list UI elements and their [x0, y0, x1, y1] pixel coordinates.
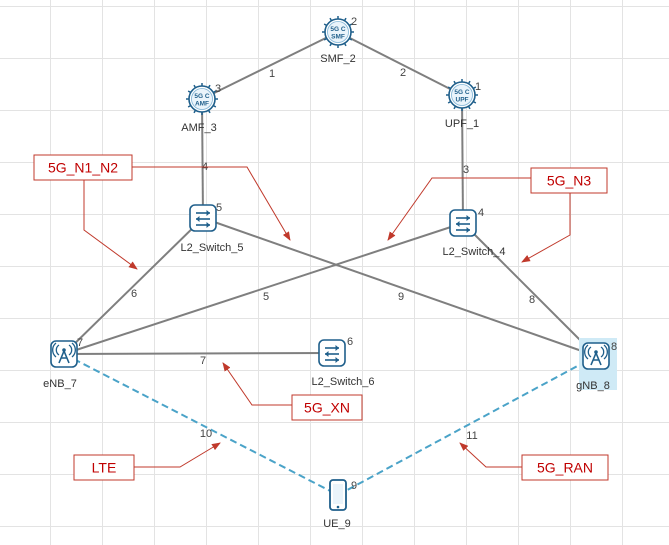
- callout-n1n2[interactable]: 5G_N1_N2: [33, 154, 133, 181]
- node-number: 3: [215, 83, 221, 95]
- node-label: SMF_2: [320, 53, 355, 65]
- node-number: 1: [475, 81, 481, 93]
- callout-arrow-n1n2-2: [83, 180, 138, 270]
- link-label-9: 9: [398, 291, 404, 303]
- callout-box: [521, 454, 609, 481]
- callout-arrow-xn-1: [222, 362, 292, 406]
- callout-n3[interactable]: 5G_N3: [530, 167, 608, 194]
- link-3[interactable]: [461, 94, 464, 224]
- node-label: gNB_8: [576, 380, 610, 392]
- switch-icon: [449, 209, 477, 237]
- node-l2_switch_4[interactable]: 4L2_Switch_4: [443, 207, 506, 258]
- node-label: UE_9: [323, 518, 351, 530]
- svg-text:5G C: 5G C: [330, 26, 345, 33]
- node-number: 2: [351, 16, 357, 28]
- node-ue_9[interactable]: 9UE_9: [323, 479, 357, 530]
- svg-text:5G C: 5G C: [194, 93, 209, 100]
- link-7[interactable]: [63, 352, 333, 355]
- node-label: AMF_3: [181, 122, 216, 134]
- link-11[interactable]: [337, 355, 597, 496]
- node-label: eNB_7: [43, 378, 77, 390]
- link-label-5: 5: [263, 291, 269, 303]
- callout-arrow-lte-1: [134, 442, 221, 468]
- callout-text: 5G_N1_N2: [48, 160, 118, 176]
- link-4[interactable]: [201, 98, 204, 219]
- node-enb_7[interactable]: 7 eNB_7: [43, 337, 83, 390]
- svg-text:5G C: 5G C: [454, 89, 469, 96]
- svg-text:UPF: UPF: [456, 97, 469, 104]
- gnb-tower-icon: [579, 338, 617, 390]
- link-label-7: 7: [200, 355, 206, 367]
- node-l2_switch_6[interactable]: 6L2_Switch_6: [312, 336, 375, 388]
- callout-xn[interactable]: 5G_XN: [291, 394, 363, 421]
- callout-box: [73, 454, 135, 481]
- node-label: L2_Switch_6: [312, 376, 375, 388]
- callout-ran[interactable]: 5G_RAN: [521, 454, 609, 481]
- node-number: 5: [216, 202, 222, 214]
- node-l2_switch_5[interactable]: 5L2_Switch_5: [181, 202, 244, 254]
- callout-lte[interactable]: LTE: [73, 454, 135, 481]
- node-label: L2_Switch_4: [443, 246, 506, 258]
- link-1[interactable]: [201, 31, 339, 100]
- callout-arrow-n3-1: [387, 177, 531, 241]
- link-6[interactable]: [63, 217, 204, 355]
- switch-icon: [189, 204, 217, 232]
- node-label: L2_Switch_5: [181, 242, 244, 254]
- callout-box: [33, 154, 133, 181]
- node-number: 4: [478, 207, 484, 219]
- callout-box: [291, 394, 363, 421]
- link-label-10: 10: [200, 428, 212, 440]
- callout-arrow-n3-2: [521, 193, 571, 263]
- link-5[interactable]: [63, 222, 464, 355]
- callout-arrow-ran-1: [459, 442, 522, 468]
- enb-tower-icon: [50, 340, 78, 368]
- link-2[interactable]: [337, 31, 463, 96]
- callout-arrow-n1n2-1: [132, 166, 291, 241]
- callout-text: LTE: [92, 460, 117, 476]
- node-gnb_8[interactable]: 8 gNB_8: [576, 338, 617, 392]
- link-label-2: 2: [400, 67, 406, 79]
- link-label-8: 8: [529, 294, 535, 306]
- node-number: 6: [347, 336, 353, 348]
- node-label: UPF_1: [445, 118, 479, 130]
- link-label-11: 11: [466, 430, 477, 442]
- link-label-3: 3: [463, 164, 469, 176]
- svg-text:SMF: SMF: [331, 34, 345, 41]
- link-9[interactable]: [202, 217, 597, 357]
- link-label-1: 1: [269, 68, 275, 80]
- link-10[interactable]: [63, 353, 339, 496]
- phone-icon: [329, 479, 347, 511]
- node-number: 8: [611, 341, 617, 353]
- node-number: 7: [77, 337, 83, 349]
- callout-box: [530, 167, 608, 194]
- callout-text: 5G_N3: [547, 173, 592, 189]
- link-8[interactable]: [462, 222, 597, 357]
- callout-text: 5G_RAN: [537, 460, 593, 476]
- callout-text: 5G_XN: [304, 400, 350, 416]
- node-number: 9: [351, 480, 357, 492]
- link-label-6: 6: [131, 288, 137, 300]
- switch-icon: [318, 339, 346, 367]
- svg-text:AMF: AMF: [195, 101, 209, 108]
